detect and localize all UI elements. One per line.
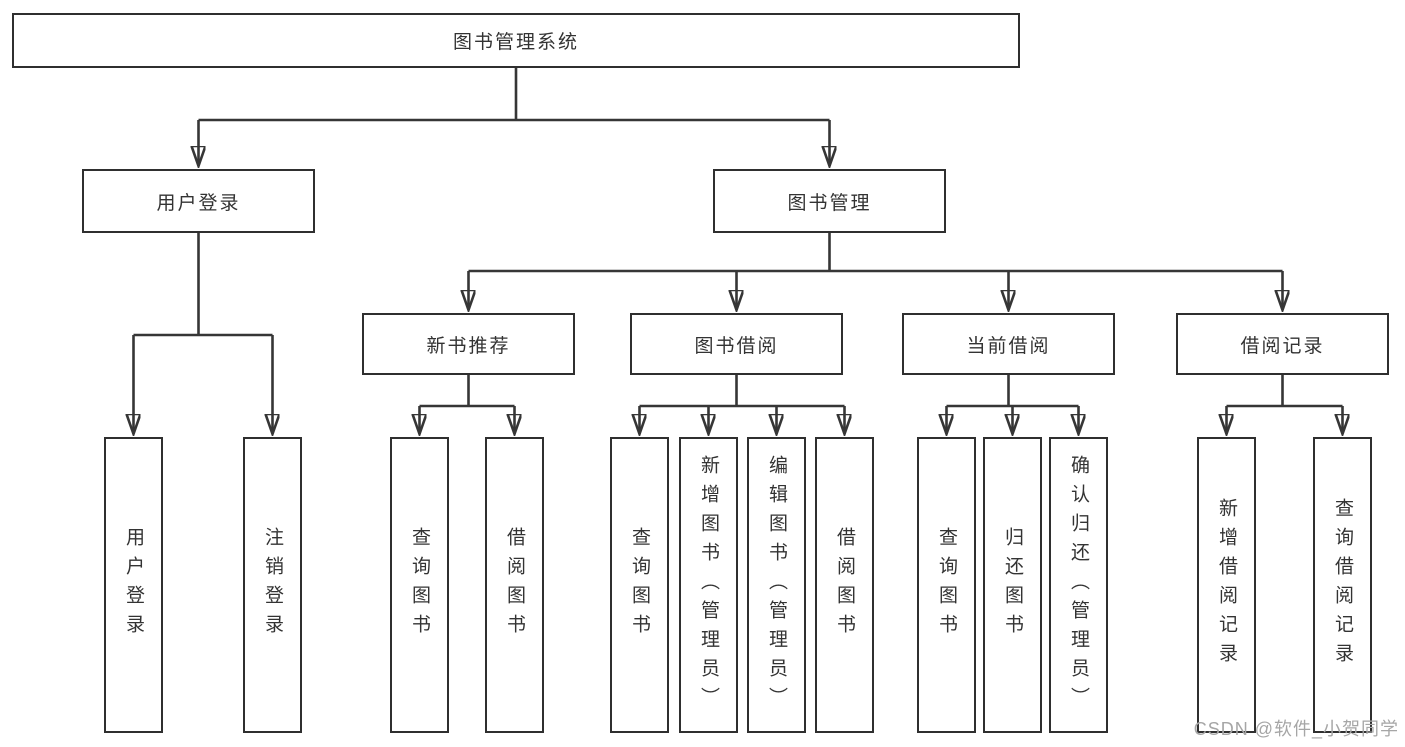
- leaf-bb-query-books-label: 查询图书: [629, 527, 650, 643]
- leaf-bb-edit-books-admin: 编辑图书（管理员）: [747, 437, 806, 733]
- node-book-mgmt: 图书管理: [713, 169, 946, 233]
- node-root-label: 图书管理系统: [452, 32, 579, 53]
- leaf-cb-return-books-label: 归还图书: [1002, 527, 1023, 643]
- node-book-mgmt-label: 图书管理: [787, 192, 872, 214]
- connector-user-login-trunk: [133, 233, 273, 337]
- node-user-login: 用户登录: [82, 169, 315, 233]
- node-book-borrow: 图书借阅: [630, 313, 843, 375]
- leaf-bb-borrow-books: 借阅图书: [815, 437, 874, 733]
- leaf-nb-query-books: 查询图书: [390, 437, 449, 733]
- node-borrow-records: 借阅记录: [1176, 313, 1389, 375]
- node-new-book-rec: 新书推荐: [362, 313, 575, 375]
- leaf-cb-query-books: 查询图书: [917, 437, 976, 733]
- leaf-bb-add-books-admin-label: 新增图书（管理员）: [698, 454, 719, 716]
- leaf-bb-add-books-admin: 新增图书（管理员）: [679, 437, 738, 733]
- leaf-cb-confirm-return-admin: 确认归还（管理员）: [1049, 437, 1108, 733]
- leaf-br-add-record-label: 新增借阅记录: [1216, 498, 1237, 672]
- connector-book-borrow-trunk: [639, 375, 845, 408]
- connector-root-trunk: [198, 68, 830, 122]
- node-borrow-records-label: 借阅记录: [1240, 335, 1325, 357]
- leaf-nb-borrow-books: 借阅图书: [485, 437, 544, 733]
- csdn-watermark: CSDN @软件_小贺同学: [1193, 719, 1399, 739]
- connector-current-borrow-trunk: [946, 375, 1079, 408]
- leaf-cb-confirm-return-admin-label: 确认归还（管理员）: [1068, 454, 1089, 716]
- node-root-system: 图书管理系统: [12, 13, 1020, 68]
- leaf-nb-borrow-books-label: 借阅图书: [504, 527, 525, 643]
- node-book-borrow-label: 图书借阅: [694, 335, 779, 357]
- node-current-borrow: 当前借阅: [902, 313, 1115, 375]
- connector-new-book-rec-trunk: [419, 375, 515, 408]
- node-current-borrow-label: 当前借阅: [966, 335, 1051, 357]
- node-new-book-rec-label: 新书推荐: [426, 335, 511, 357]
- leaf-br-query-record: 查询借阅记录: [1313, 437, 1372, 733]
- connector-book-mgmt-trunk: [468, 233, 1283, 273]
- leaf-bb-borrow-books-label: 借阅图书: [834, 527, 855, 643]
- leaf-br-query-record-label: 查询借阅记录: [1332, 498, 1353, 672]
- leaf-nb-query-books-label: 查询图书: [409, 527, 430, 643]
- leaf-logout: 注销登录: [243, 437, 302, 733]
- leaf-user-login: 用户登录: [104, 437, 163, 733]
- connector-borrow-records-trunk: [1226, 375, 1343, 408]
- leaf-logout-label: 注销登录: [262, 527, 283, 643]
- leaf-cb-query-books-label: 查询图书: [936, 527, 957, 643]
- leaf-bb-edit-books-admin-label: 编辑图书（管理员）: [766, 454, 787, 716]
- leaf-bb-query-books: 查询图书: [610, 437, 669, 733]
- leaf-cb-return-books: 归还图书: [983, 437, 1042, 733]
- node-user-login-label: 用户登录: [156, 192, 241, 214]
- leaf-br-add-record: 新增借阅记录: [1197, 437, 1256, 733]
- leaf-user-login-label: 用户登录: [123, 527, 144, 643]
